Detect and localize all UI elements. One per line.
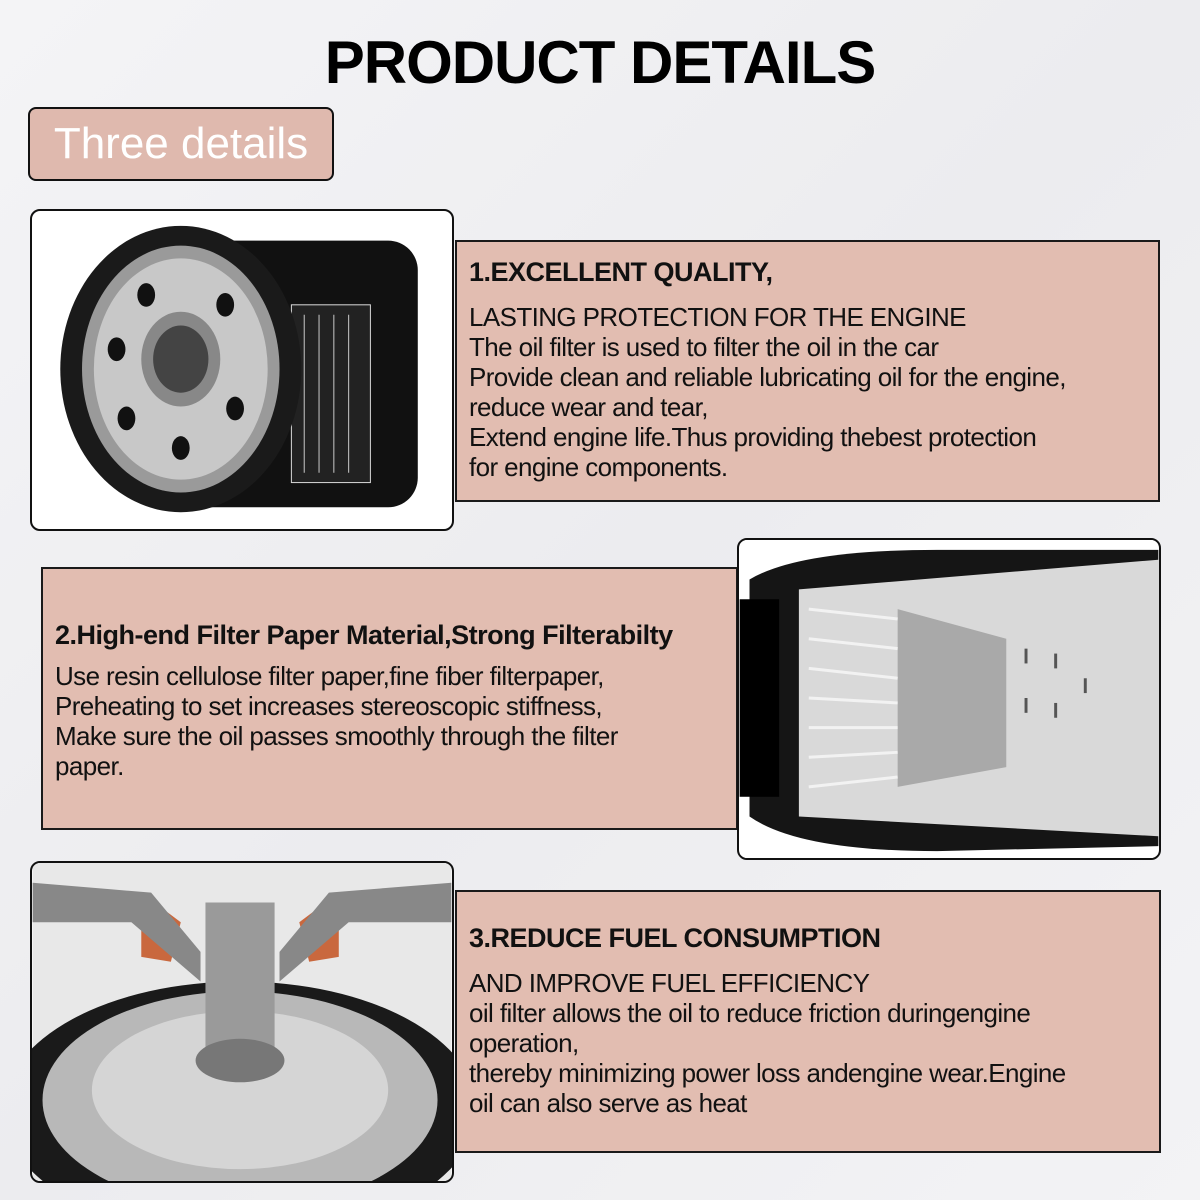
detail-line: Extend engine life.Thus providing thebes… <box>469 422 1037 452</box>
section-badge: Three details <box>28 107 334 181</box>
detail-line: Preheating to set increases stereoscopic… <box>55 691 603 721</box>
detail-line: for engine components. <box>469 452 728 482</box>
detail-line: AND IMPROVE FUEL EFFICIENCY <box>469 968 870 998</box>
detail-line: LASTING PROTECTION FOR THE ENGINE <box>469 302 966 332</box>
detail-line: oil filter allows the oil to reduce fric… <box>469 998 1031 1028</box>
detail-panel-fuel: 3.REDUCE FUEL CONSUMPTION AND IMPROVE FU… <box>455 890 1161 1153</box>
detail-panel-filter-paper: 2.High-end Filter Paper Material,Strong … <box>41 567 738 830</box>
detail-line: oil can also serve as heat <box>469 1088 747 1118</box>
detail-heading: 3.REDUCE FUEL CONSUMPTION <box>469 923 881 953</box>
detail-heading: 1.EXCELLENT QUALITY, <box>469 257 773 287</box>
detail-line: Use resin cellulose filter paper,fine fi… <box>55 661 604 691</box>
detail-line: Provide clean and reliable lubricating o… <box>469 362 1066 392</box>
detail-line: The oil filter is used to filter the oil… <box>469 332 939 362</box>
page-title: PRODUCT DETAILS <box>324 29 877 96</box>
filter-base-cutaway-image <box>30 861 454 1183</box>
filter-paper-cutaway-image <box>737 538 1161 860</box>
detail-panel-quality: 1.EXCELLENT QUALITY, LASTING PROTECTION … <box>455 240 1160 502</box>
detail-heading: 2.High-end Filter Paper Material,Strong … <box>55 620 673 650</box>
detail-line: operation, <box>469 1028 579 1058</box>
detail-line: Make sure the oil passes smoothly throug… <box>55 721 618 751</box>
oil-filter-product-image <box>30 209 454 531</box>
detail-line: thereby minimizing power loss andengine … <box>469 1058 1066 1088</box>
detail-line: reduce wear and tear, <box>469 392 709 422</box>
detail-line: paper. <box>55 751 124 781</box>
